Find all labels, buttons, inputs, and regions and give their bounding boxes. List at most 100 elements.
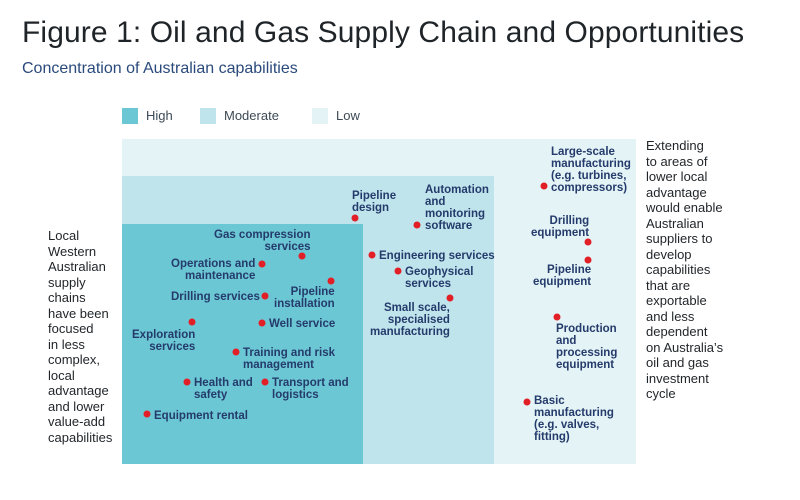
figure-subtitle: Concentration of Australian capabilities [22,60,298,77]
capability-label-line: Training and risk [243,347,336,359]
right-note-line: would enable [646,200,723,215]
capability-label-line: Small scale, [384,302,450,314]
right-note-line: Australian [646,215,704,231]
capability-label-line: Production [556,323,617,335]
legend-label-low: Low [336,108,360,123]
left-note-line: and lower [48,398,105,414]
capability-label-line: Drilling [549,215,590,227]
capability-label-line: safety [194,389,228,401]
capability-label-line: and [425,196,446,208]
right-note-line: advantage [646,184,707,200]
legend-swatch-moderate [200,108,216,124]
capability-label-line: Pipeline [547,264,592,276]
capability-label-line: specialised [387,314,450,326]
capability-dot [446,294,454,302]
right-note-line: oil and gas [646,355,709,370]
capability-label-line: equipment [533,276,592,288]
capability-label-line: Basic [534,395,565,407]
capability-dot [188,318,196,326]
capability-label-line: design [352,202,390,214]
capability-label-line: management [243,359,314,371]
capability-dot [298,252,306,260]
legend-label-moderate: Moderate [224,108,279,123]
capability-label-line: maintenance [185,270,256,282]
left-note-line: in less [48,336,85,352]
capability-dot [261,378,269,386]
right-note-line: that are [646,277,691,293]
region-high-capability [122,224,363,464]
right-note-line: to areas of [646,153,708,169]
right-note-line: Extending [646,138,704,153]
left-note-line: complex, [48,352,101,367]
capability-dot [258,260,266,268]
capability-label-drilling-services: Drilling services [171,291,260,303]
left-note-line: have been [48,305,109,321]
capability-dot [553,313,561,321]
capability-dot [232,348,240,356]
left-note-line: focused [48,321,94,336]
capability-dot [368,251,376,259]
capability-label-line: Equipment rental [154,410,248,422]
capability-label-line: services [405,278,452,290]
capability-label-well-service: Well service [269,318,335,330]
capability-dot [584,256,592,264]
capability-dot [540,182,548,190]
capability-label-line: manufacturing [551,158,631,170]
left-note-line: value-add [48,414,106,429]
capability-label-line: Exploration [132,329,196,341]
right-note-line: investment [646,370,709,386]
capability-label-line: services [264,241,311,253]
capability-label-line: (e.g. turbines, [551,170,627,182]
capability-label-line: installation [274,298,335,310]
right-note-line: exportable [646,293,707,308]
capability-label-line: Transport and [272,377,349,389]
capability-label-line: Drilling services [171,291,260,303]
capability-dot [183,378,191,386]
left-note-line: supply [48,274,86,290]
capability-dot [351,214,359,222]
capability-dot [327,277,335,285]
right-note-line: and less [646,308,695,324]
capability-label-line: Pipeline [352,190,397,202]
capability-label-line: Well service [269,318,336,330]
capability-label-line: fitting) [534,431,570,443]
capability-label-line: equipment [531,227,590,239]
capability-label-line: compressors) [551,182,628,194]
capability-label-engineering-services: Engineering services [379,250,495,262]
capability-label-line: Large-scale [551,146,615,158]
right-note-line: suppliers to [646,231,713,246]
left-note-line: Local [48,228,80,243]
legend-swatch-low [312,108,328,124]
capability-label-line: equipment [556,359,615,371]
legend-swatch-high [122,108,138,124]
left-note-line: Australian [48,259,106,274]
capability-dot [413,221,421,229]
capability-label-line: Health and [194,377,253,389]
left-note-line: Western [48,243,97,259]
right-note-line: cycle [646,386,676,401]
right-note-line: capabilities [646,262,711,277]
right-note-line: develop [646,246,692,262]
capability-label-line: manufacturing [534,407,614,419]
capability-dot [143,410,151,418]
capability-label-equipment-rental: Equipment rental [154,410,248,422]
capability-dot [584,238,592,246]
capability-label-line: software [425,220,473,232]
capability-label-line: services [149,341,196,353]
capability-dot [261,292,269,300]
right-note-line: on Australia’s [646,339,724,355]
left-note-line: chains [48,290,86,305]
